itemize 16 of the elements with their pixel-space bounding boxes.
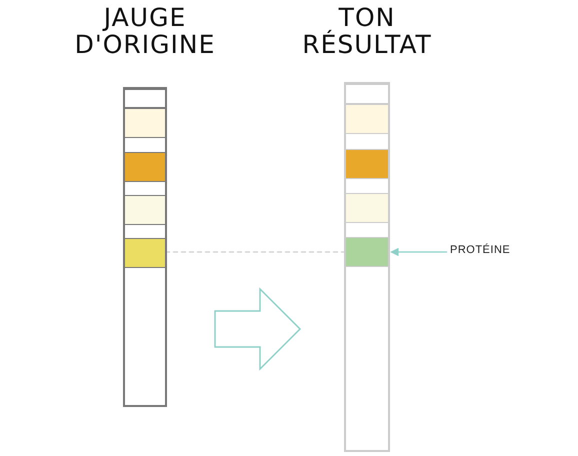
test-pad — [346, 149, 388, 179]
test-pad — [125, 89, 165, 108]
test-pad — [346, 104, 388, 134]
test-pad — [346, 193, 388, 223]
dashed-line — [165, 251, 346, 253]
test-pad — [125, 152, 165, 182]
heading: JAUGE D'ORIGINE — [74, 4, 216, 58]
test-pad — [346, 237, 388, 267]
block-arrow — [214, 287, 302, 371]
test-pad — [125, 238, 165, 268]
test-pad — [346, 84, 388, 104]
arrow — [390, 248, 447, 256]
test-pad — [125, 195, 165, 225]
heading: TON RÉSULTAT — [301, 4, 433, 58]
test-pad — [125, 108, 165, 138]
label-text: PROTÉINE — [450, 244, 510, 256]
